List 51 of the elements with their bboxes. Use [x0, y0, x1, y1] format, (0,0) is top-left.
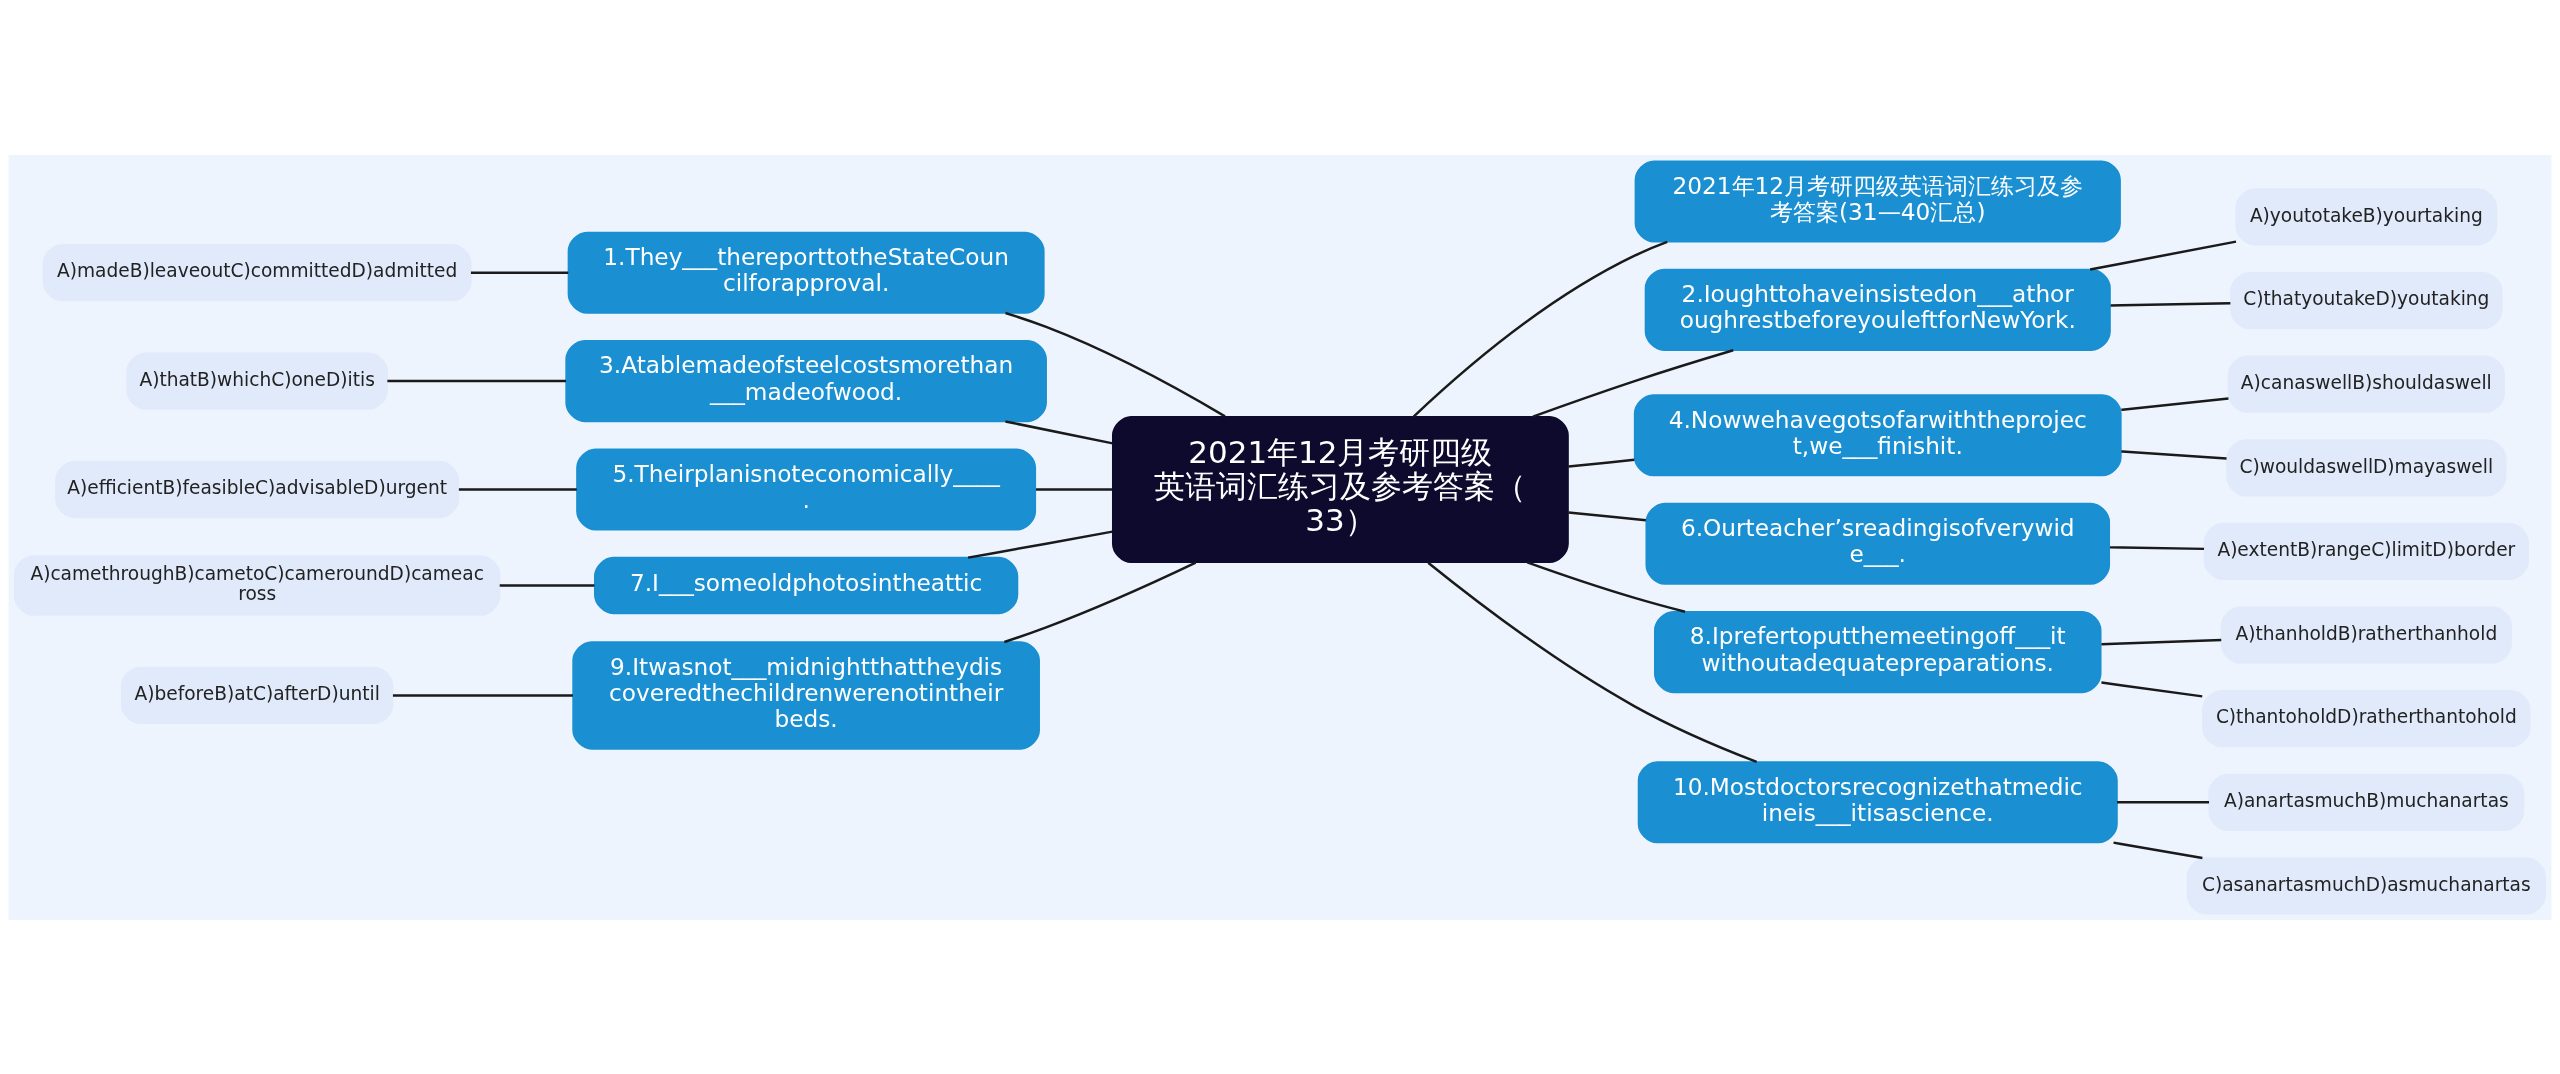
node-box: C)thantoholdD)ratherthantohold: [2202, 689, 2531, 747]
node-box: A)youtotakeB)yourtaking: [2235, 187, 2498, 246]
connector: [387, 379, 566, 382]
connector: [1526, 560, 1686, 613]
node-box: C)wouldaswellD)mayaswell: [2226, 438, 2507, 496]
node-box: C)asanartasmuchD)asmuchanartas: [2186, 856, 2546, 915]
connector: [458, 487, 577, 491]
connector: [470, 270, 569, 274]
connector: [2110, 301, 2231, 307]
node-box: A)extentB)rangeC)limitD)border: [2203, 522, 2529, 580]
connector: [1005, 311, 1226, 417]
connector: [2121, 449, 2227, 460]
connector: [1004, 560, 1197, 643]
node-box: A)beforeB)atC)afterD)until: [120, 666, 394, 724]
node-box: C)thatyoutakeD)youtaking: [2230, 271, 2503, 329]
connector: [499, 583, 595, 587]
connector: [1005, 419, 1113, 445]
node-box: 8.Iprefertoputthemeetingoff___itwithoutadequatepreparations.: [1654, 610, 2102, 693]
connector: [1036, 487, 1113, 491]
connector: [2117, 800, 2210, 804]
node-box: A)thatB)whichC)oneD)itis: [126, 351, 388, 410]
node-box: A)camethroughB)cametoC)cameroundD)cameacross: [14, 554, 501, 616]
connector: [1568, 458, 1635, 468]
connector: [1427, 561, 1758, 763]
node-box: A)madeB)leaveoutC)committedD)admitted: [42, 243, 472, 301]
connector: [1532, 348, 1734, 418]
node-box: A)efficientB)feasibleC)advisableD)urgent: [55, 460, 460, 518]
node-box: 3.Atablemadeofsteelcostsmorethan___madeofwood.: [565, 339, 1047, 422]
connector: [2101, 680, 2203, 698]
node-box: 9.Itwasnot___midnightthattheydiscoveredthechildrenwerenotintheirbeds.: [572, 640, 1040, 750]
connector: [2121, 396, 2229, 411]
connector: [2113, 840, 2203, 859]
node-box: 1.They___thereporttotheStateCouncilforapproval.: [567, 231, 1045, 314]
connector: [2101, 638, 2222, 646]
node-box: 7.I___someoldphotosintheattic: [593, 556, 1019, 614]
node-box: 5.Theirplanisnoteconomically____.: [576, 447, 1037, 531]
connector: [1568, 510, 1646, 522]
connector: [2089, 239, 2237, 271]
node-box: 2021年12月考研四级英语词汇练习及参考答案(31—40汇总): [1634, 159, 2121, 242]
node-box: 4.Nowwehavegotsofarwiththeproject,we___finishit.: [1633, 393, 2122, 476]
connector: [1412, 240, 1668, 417]
connector: [2109, 545, 2205, 550]
connector: [967, 529, 1113, 559]
node-box: 2021年12月考研四级英语词汇练习及参考答案（33）: [1111, 415, 1569, 563]
node-box: A)canaswellB)shouldaswell: [2227, 355, 2505, 413]
node-box: A)anartasmuchB)muchanartas: [2208, 773, 2525, 831]
node-box: A)thanholdB)ratherthanhold: [2220, 605, 2512, 664]
connector: [392, 693, 573, 697]
node-box: 2.Ioughttohaveinsistedon___athoroughrestbeforeyouleftforNewYork.: [1644, 268, 2111, 351]
node-box: 6.Ourteacher’sreadingisofverywide___.: [1645, 502, 2111, 585]
node-box: 10.Mostdoctorsrecognizethatmedicineis___itisascience.: [1637, 760, 2118, 843]
